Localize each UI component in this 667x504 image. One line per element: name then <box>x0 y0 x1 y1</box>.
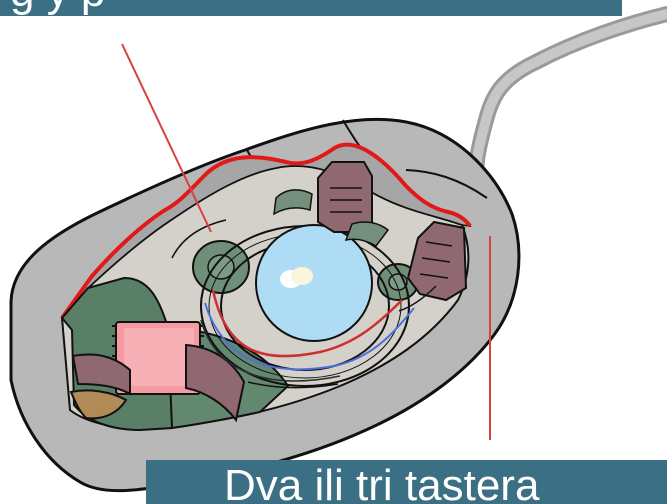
bottom-caption-text: Dva ili tri tastera <box>224 464 539 504</box>
top-caption-text: g y p <box>10 0 105 14</box>
chip-highlight <box>124 328 194 386</box>
ball-highlight-secondary <box>291 267 313 285</box>
mouse-cable-highlight <box>476 14 667 198</box>
top-caption-banner: g y p <box>0 0 622 16</box>
mouse-ball <box>256 225 372 341</box>
bottom-caption-banner: Dva ili tri tastera <box>146 460 667 504</box>
